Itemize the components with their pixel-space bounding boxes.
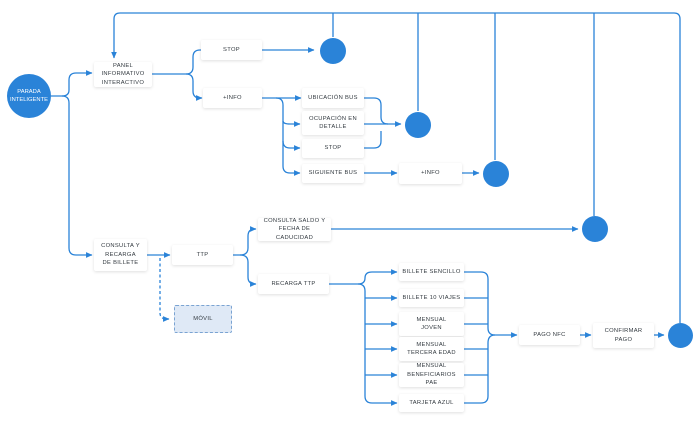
node-mensual-tercera-edad: MENSUAL TERCERA EDAD [399,337,464,361]
end-node-info [405,112,431,138]
node-recarga-ttp: RECARGA TTP [258,274,329,294]
node-confirmar-pago: CONFIRMAR PAGO [593,323,654,348]
node-ttp: TTP [172,245,233,265]
end-node-stop [320,38,346,64]
node-info-2: +INFO [399,163,462,184]
edge-panel-split [152,49,201,75]
parada-inteligente-node: PARADA INTELIGENTE [7,74,51,118]
edge-tarjeta-merge [464,334,496,404]
node-pago-nfc: PAGO NFC [519,325,580,345]
edge-start-branch [51,70,93,97]
end-node-saldo [582,216,608,242]
node-mensual-beneficiarios: MENSUAL BENEFICIARIOS PAE [399,363,464,387]
edge-ttp-recarga [239,254,257,287]
node-billete-10-viajes: BILLETE 10 VIAJES [399,289,464,307]
edge-loop-main [111,12,681,323]
edge-recarga-options [329,283,398,406]
edge-stop2-merge [364,131,382,149]
node-movil: MÓVIL [174,305,232,333]
node-stop-1: STOP [201,40,262,60]
node-mensual-joven: MENSUAL JOVEN [399,312,464,336]
node-billete-sencillo: BILLETE SENCILLO [399,263,464,281]
edge-ttp-split [233,226,257,256]
end-node-confirmar [668,323,693,348]
node-panel-informativo: PANEL INFORMATIVO INTERACTIVO [94,62,152,87]
edge-start-consulta [61,95,93,258]
edge-sencillo-merge [464,271,518,338]
node-siguiente-bus: SIGUIENTE BUS [302,164,364,183]
edge-consulta-movil [159,258,170,322]
edge-ubicacion-merge [364,97,402,127]
edge-to-ocupacion [282,120,301,127]
node-ubicacion-bus: UBICACIÓN BUS [302,88,364,108]
edge-panel-info [185,73,203,101]
node-ocupacion-detalle: OCUPACIÓN EN DETALLE [302,111,364,135]
edge-to-stop2 [282,140,301,151]
node-stop-2: STOP [302,139,364,158]
edge-to-sencillo [357,269,398,285]
edge-info-options [262,97,301,176]
node-info-1: +INFO [203,88,262,108]
node-consulta-recarga: CONSULTA Y RECARGA DE BILLETE [94,239,147,271]
node-consulta-saldo: CONSULTA SALDO Y FECHA DE CADUCIDAD [258,218,331,241]
end-node-siguiente [483,161,509,187]
node-tarjeta-azul: TARJETA AZUL [399,394,464,412]
